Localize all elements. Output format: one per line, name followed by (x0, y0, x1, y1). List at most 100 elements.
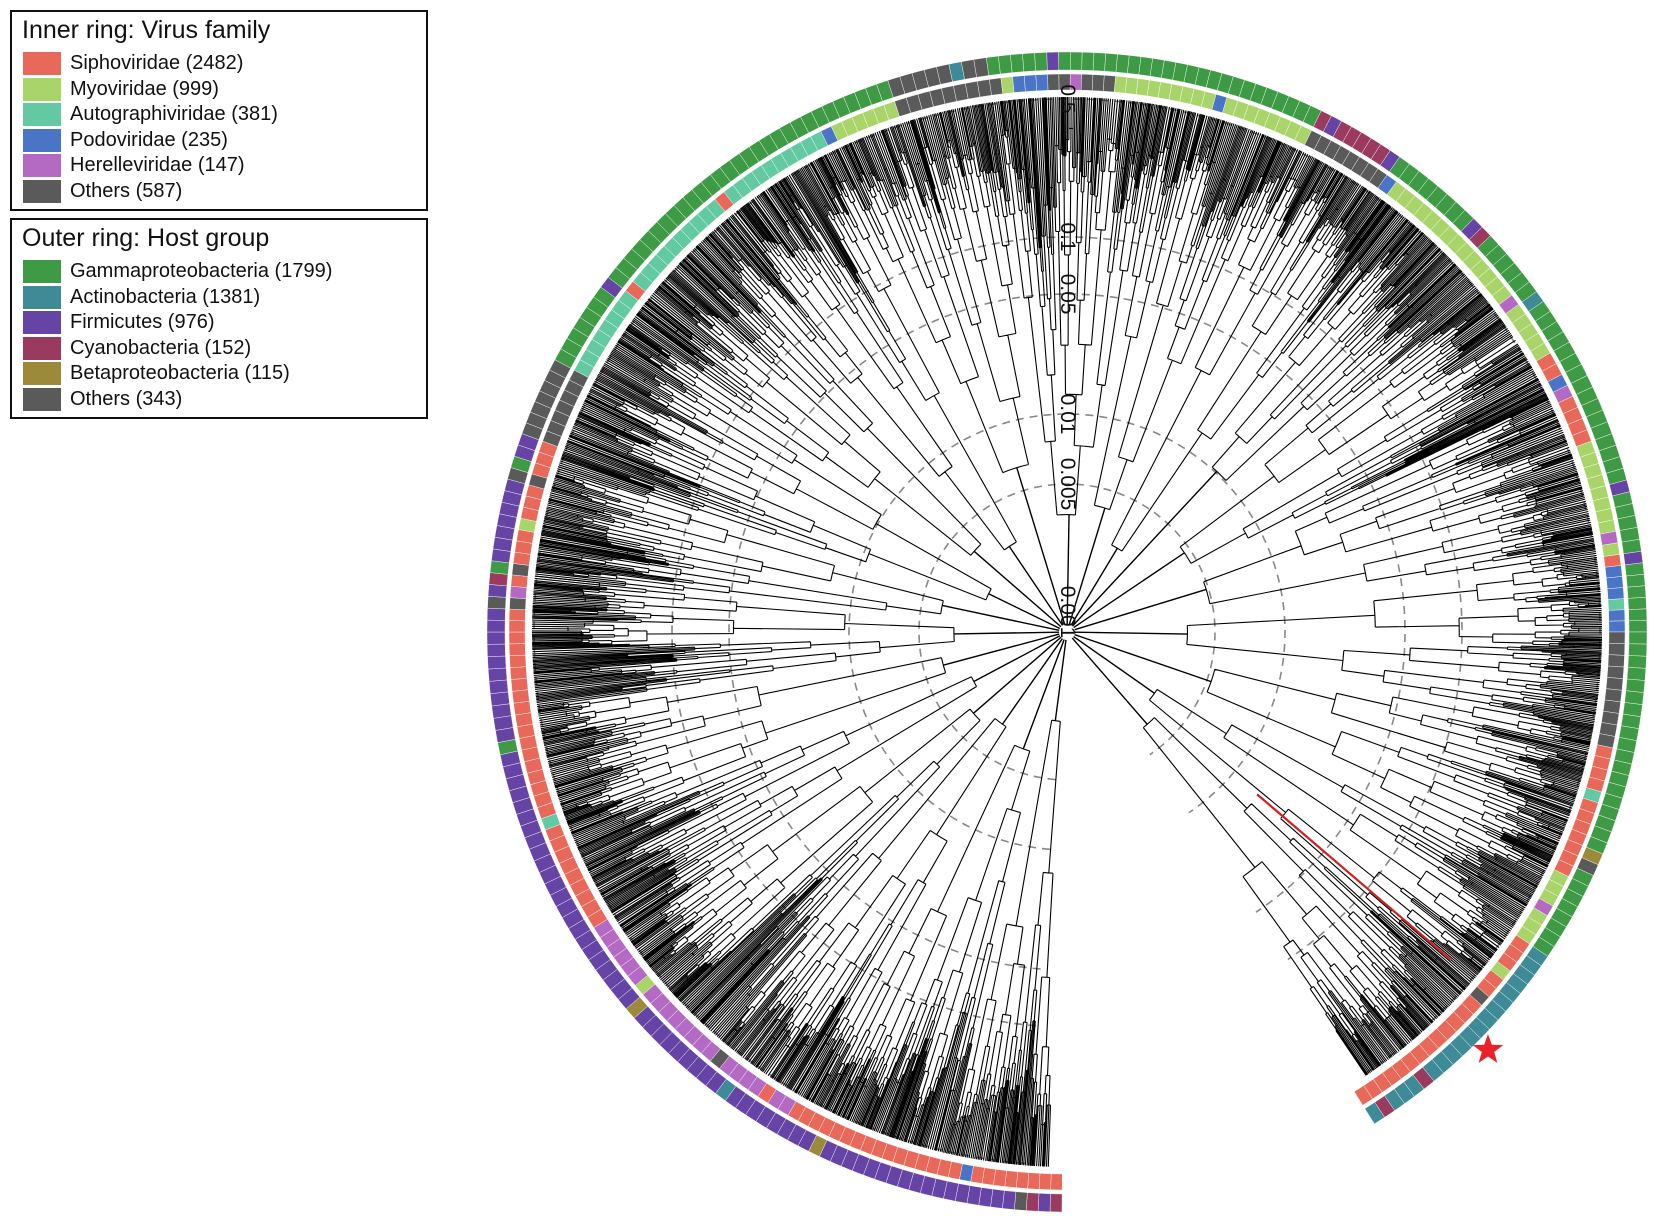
outer-ring-segment (986, 55, 1001, 76)
outer-ring-segment (1034, 52, 1048, 72)
legend-host-group-list: Gammaproteobacteria (1799) Actinobacteri… (23, 259, 426, 412)
inner-ring-segment (993, 1169, 1007, 1187)
outer-ring-segment (487, 667, 508, 682)
clade-1 (815, 744, 1031, 1154)
clade-16 (1179, 273, 1549, 564)
inner-ring-segment (1603, 554, 1622, 568)
legend-label: Actinobacteria (1381) (70, 285, 261, 308)
inner-ring-segment (1016, 1171, 1030, 1189)
inner-ring-segment (509, 666, 528, 680)
scale-label-4: 0.005 (1056, 458, 1079, 511)
outer-ring-segment (1625, 574, 1646, 588)
clade-11 (832, 102, 1030, 474)
scale-label-5: 0.001 (1056, 586, 1079, 639)
legend-item-others-host: Others (343) (23, 387, 426, 413)
inner-ring-segment (510, 574, 529, 588)
clade-12 (991, 96, 1161, 516)
inner-ring-segment (1606, 665, 1625, 679)
marker-group (1472, 1034, 1504, 1063)
legend-item-siphoviridae: Siphoviridae (2482) (23, 51, 426, 77)
inner-ring-segment (513, 700, 532, 716)
legend-swatch (23, 154, 61, 178)
tree-branches (531, 96, 1603, 1167)
clade-9 (623, 234, 982, 556)
outer-ring-segment (1364, 1101, 1385, 1125)
clade-0 (946, 719, 1061, 1167)
inner-ring-segment (1114, 75, 1128, 94)
outer-ring-segment (1049, 1193, 1063, 1213)
inner-ring-segment (1608, 643, 1626, 656)
clade-8 (558, 332, 992, 601)
clade-stem-21 (1071, 637, 1148, 725)
outer-ring-segment (1022, 52, 1036, 72)
inner-ring-segment (1607, 587, 1625, 600)
inner-ring-segment (1035, 74, 1049, 92)
clade-stem-13 (1068, 507, 1106, 625)
outer-ring-segment (1628, 643, 1648, 657)
legend-virus-family-title: Inner ring: Virus family (22, 16, 271, 44)
legend-virus-family: Inner ring: Virus family Siphoviridae (2… (10, 10, 428, 211)
legend-swatch (23, 260, 61, 284)
clade-6 (531, 575, 955, 708)
legend-label: Gammaproteobacteria (1799) (70, 260, 333, 283)
outer-ring-segment (1025, 1192, 1040, 1212)
highlighted-branch (1256, 793, 1452, 961)
clade-stem-6 (953, 631, 1060, 635)
clade-stem-5 (943, 633, 1060, 666)
clade-5 (537, 657, 947, 833)
clade-stem-19 (1074, 633, 1212, 683)
inner-ring-segment (1607, 654, 1625, 668)
inner-ring-segment (1038, 1173, 1052, 1190)
legend-item-myoviridae: Myoviridae (999) (23, 77, 426, 103)
outer-ring-segment (487, 596, 507, 610)
clade-stem-4 (973, 635, 1061, 683)
clade-stem-10 (1008, 546, 1064, 626)
clade-stem-20 (1073, 636, 1155, 694)
legend-host-group-title: Outer ring: Host group (22, 224, 270, 252)
clade-stem-11 (1016, 467, 1066, 625)
inner-ring-segment (508, 620, 526, 633)
clade-2 (708, 718, 1007, 1105)
outer-ring-segment (1623, 551, 1644, 566)
clade-20 (1148, 688, 1540, 991)
legend-swatch (23, 362, 61, 386)
legend-label: Podoviridae (235) (70, 128, 228, 151)
inner-ring-segment (1023, 74, 1037, 92)
outer-ring-segment (488, 572, 509, 587)
clade-stem-9 (973, 550, 1062, 628)
legend-swatch (23, 52, 61, 76)
outer-ring-segment (1104, 53, 1118, 73)
clade-15 (1211, 210, 1465, 481)
inner-ring-segment (1608, 609, 1626, 622)
red-star-icon (1472, 1034, 1504, 1063)
scale-grid-circles (533, 98, 1601, 1165)
clade-19 (1206, 668, 1594, 884)
inner-ring-virus-family (508, 73, 1626, 1191)
inner-ring-segment (1080, 73, 1094, 91)
outer-ring-host-group (486, 51, 1648, 1213)
clade-stem-2 (1001, 638, 1063, 725)
legend-item-others-family: Others (587) (23, 179, 426, 205)
legend-item-gammaproteobacteria: Gammaproteobacteria (1799) (23, 259, 426, 285)
inner-ring-segment (508, 643, 526, 657)
inner-ring-segment (509, 586, 528, 599)
clade-7 (534, 466, 944, 615)
outer-ring-segment (1010, 53, 1025, 73)
outer-ring-segment (486, 643, 506, 657)
clade-stem-3 (973, 636, 1062, 714)
clade-10 (708, 150, 1017, 551)
scale-circle-1 (671, 236, 1463, 1027)
outer-ring-segment (491, 703, 512, 719)
clade-stem-0 (1054, 639, 1067, 721)
inner-ring-segment (508, 631, 526, 645)
inner-ring-segment (509, 597, 527, 610)
clade-17 (1203, 397, 1597, 605)
outer-ring-segment (1625, 678, 1646, 693)
legend-label: Herelleviridae (147) (70, 154, 245, 177)
legend-item-herelleviridae: Herelleviridae (147) (23, 153, 426, 179)
clade-stem-1 (1022, 639, 1065, 750)
clade-4 (570, 676, 978, 932)
clade-stem-8 (988, 593, 1061, 630)
legend-swatch (23, 387, 61, 411)
inner-ring-segment (1604, 565, 1623, 579)
